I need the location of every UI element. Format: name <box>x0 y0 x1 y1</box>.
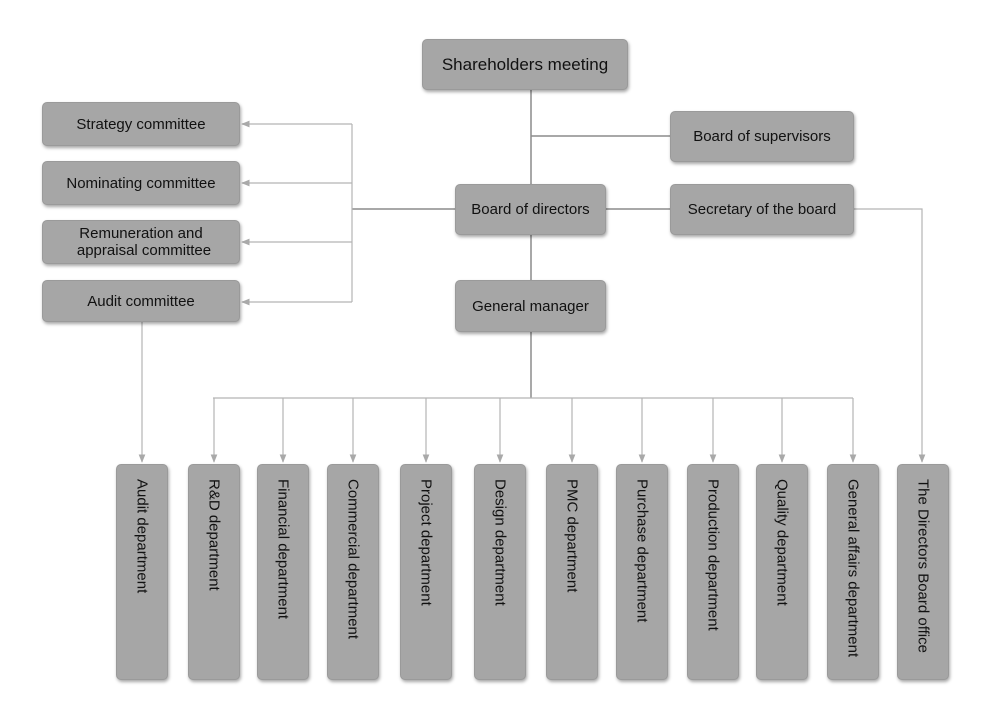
shareholders-meeting-label: Shareholders meeting <box>441 55 609 74</box>
financial-department-label: Financial department <box>274 479 292 620</box>
quality-department-label: Quality department <box>773 479 791 606</box>
audit-committee-box[interactable]: Audit committee <box>42 280 240 322</box>
pmc-department-label: PMC department <box>563 479 581 593</box>
shareholders-meeting-box[interactable]: Shareholders meeting <box>422 39 628 90</box>
quality-department-box[interactable]: Quality department <box>756 464 808 680</box>
audit-committee-label: Audit committee <box>87 292 195 310</box>
remuneration-committee-label-line1: Remuneration and <box>79 225 203 242</box>
production-department-box[interactable]: Production department <box>687 464 739 680</box>
general-affairs-department-label: General affairs department <box>844 479 862 658</box>
design-department-label: Design department <box>491 479 509 606</box>
audit-department-box[interactable]: Audit department <box>116 464 168 680</box>
strategy-committee-label: Strategy committee <box>76 115 206 133</box>
secretary-of-the-board-box[interactable]: Secretary of the board <box>670 184 854 235</box>
general-manager-label: General manager <box>472 297 589 315</box>
directors-board-office-box[interactable]: The Directors Board office <box>897 464 949 680</box>
strategy-committee-box[interactable]: Strategy committee <box>42 102 240 146</box>
board-of-supervisors-box[interactable]: Board of supervisors <box>670 111 854 162</box>
production-department-label: Production department <box>704 479 722 631</box>
board-of-directors-label: Board of directors <box>471 201 590 218</box>
commercial-department-box[interactable]: Commercial department <box>327 464 379 680</box>
project-department-box[interactable]: Project department <box>400 464 452 680</box>
directors-board-office-label: The Directors Board office <box>914 479 932 653</box>
remuneration-committee-label-line2: appraisal committee <box>76 242 212 259</box>
remuneration-committee-box[interactable]: Remuneration and appraisal committee <box>42 220 240 264</box>
department-arrows <box>210 398 857 463</box>
audit-department-label: Audit department <box>133 479 151 594</box>
arrow-directors-board-office <box>854 208 926 463</box>
design-department-box[interactable]: Design department <box>474 464 526 680</box>
financial-department-box[interactable]: Financial department <box>257 464 309 680</box>
project-department-label: Project department <box>417 479 435 606</box>
secretary-of-the-board-label: Secretary of the board <box>687 201 837 218</box>
purchase-department-label: Purchase department <box>633 479 651 623</box>
commercial-department-label: Commercial department <box>344 479 362 640</box>
purchase-department-box[interactable]: Purchase department <box>616 464 668 680</box>
pmc-department-box[interactable]: PMC department <box>546 464 598 680</box>
general-manager-box[interactable]: General manager <box>455 280 606 332</box>
board-of-directors-box[interactable]: Board of directors <box>455 184 606 235</box>
nominating-committee-label: Nominating committee <box>66 174 216 192</box>
rd-department-box[interactable]: R&D department <box>188 464 240 680</box>
nominating-committee-box[interactable]: Nominating committee <box>42 161 240 205</box>
board-of-supervisors-label: Board of supervisors <box>693 128 831 145</box>
general-affairs-department-box[interactable]: General affairs department <box>827 464 879 680</box>
rd-department-label: R&D department <box>205 479 223 591</box>
